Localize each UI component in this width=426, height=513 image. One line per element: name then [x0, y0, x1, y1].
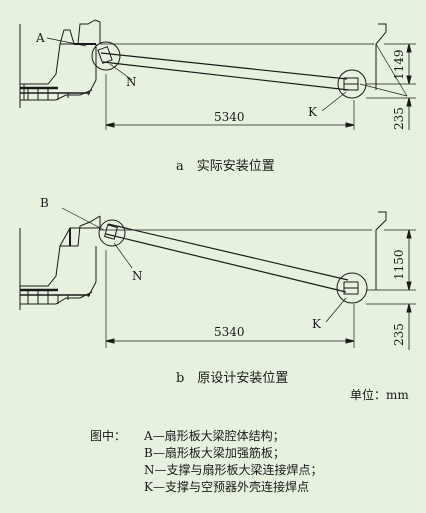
- unit-label: 单位：mm: [350, 388, 409, 402]
- caption-b: b 原设计安装位置: [176, 371, 289, 386]
- dim-vertical-upper-b: 1150: [392, 249, 406, 280]
- legend-row-3: N—支撑与扇形板大梁连接焊点；: [90, 462, 323, 479]
- dim-vertical-upper-a: 1149: [392, 49, 406, 80]
- legend-item-n: N—支撑与扇形板大梁连接焊点；: [144, 463, 323, 477]
- legend-row-2: B—扇形板大梁加强筋板；: [90, 445, 323, 462]
- dim-horizontal-b: 5340: [214, 325, 245, 339]
- diagram-a-drawing: [19, 19, 416, 130]
- legend-item-a: A—扇形板大梁腔体结构；: [144, 429, 285, 443]
- legend-item-k: K—支撑与空预器外壳连接焊点: [144, 480, 309, 494]
- legend-row-1: 图中： A—扇形板大梁腔体结构；: [90, 428, 323, 445]
- legend-title: 图中：: [90, 429, 127, 443]
- legend: 图中： A—扇形板大梁腔体结构； B—扇形板大梁加强筋板； N—支撑与扇形板大梁连…: [90, 428, 323, 496]
- label-a: A: [35, 31, 45, 45]
- legend-item-b: B—扇形板大梁加强筋板；: [144, 446, 285, 460]
- diagram-b-drawing: [19, 207, 416, 350]
- label-n-a: N: [126, 75, 137, 89]
- label-n-b: N: [132, 269, 143, 283]
- legend-row-4: K—支撑与空预器外壳连接焊点: [90, 479, 323, 496]
- label-b: B: [40, 196, 49, 210]
- dim-vertical-lower-a: 235: [392, 107, 406, 130]
- label-k-a: K: [308, 105, 318, 119]
- dim-horizontal-a: 5340: [214, 110, 245, 124]
- caption-a: a 实际安装位置: [176, 159, 275, 174]
- label-k-b: K: [312, 317, 322, 331]
- dim-vertical-lower-b: 235: [392, 323, 406, 346]
